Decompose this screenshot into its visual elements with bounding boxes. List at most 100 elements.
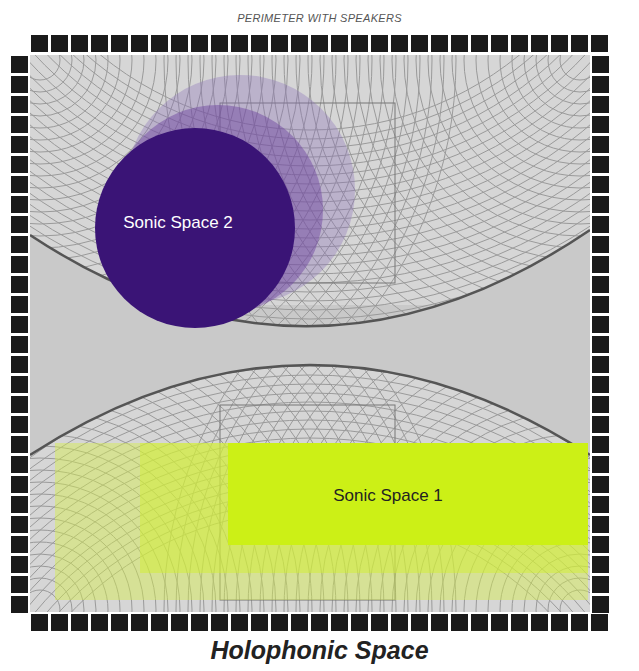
wavefront — [0, 0, 108, 128]
speaker — [471, 35, 488, 52]
speaker — [91, 35, 108, 52]
speaker — [11, 596, 28, 613]
speaker — [311, 614, 328, 631]
speaker — [391, 614, 408, 631]
wavefront — [0, 0, 639, 346]
speaker — [592, 436, 609, 453]
wavefront — [0, 348, 639, 671]
wavefront — [512, 0, 639, 128]
wavefront — [332, 0, 639, 308]
wavefront — [0, 0, 639, 337]
wavefront — [0, 4, 96, 116]
speaker — [592, 336, 609, 353]
speaker — [171, 614, 188, 631]
speaker — [211, 35, 228, 52]
speaker — [11, 476, 28, 493]
wavefront — [0, 294, 639, 671]
speaker — [71, 614, 88, 631]
wavefront — [452, 0, 639, 188]
speaker — [11, 196, 28, 213]
speaker — [351, 35, 368, 52]
speaker — [11, 116, 28, 133]
speaker — [592, 456, 609, 473]
speaker — [11, 236, 28, 253]
speaker — [71, 35, 88, 52]
wavefront — [0, 303, 639, 671]
speaker — [571, 614, 588, 631]
speaker — [592, 316, 609, 333]
wavefront — [224, 254, 639, 671]
speaker — [31, 35, 48, 52]
space-label: Sonic Space 1 — [333, 486, 443, 506]
wavefront — [212, 242, 639, 671]
speaker — [592, 416, 609, 433]
wavefront — [416, 0, 639, 224]
speaker — [11, 56, 28, 73]
speaker — [592, 356, 609, 373]
speaker — [171, 35, 188, 52]
speaker — [11, 436, 28, 453]
wavefront — [0, 0, 639, 328]
wavefront — [524, 4, 636, 116]
speaker-array — [11, 35, 609, 631]
wavefront — [440, 0, 639, 200]
wavefront — [0, 366, 639, 671]
wavefront — [380, 0, 639, 260]
speaker — [11, 296, 28, 313]
wavefront — [0, 0, 420, 440]
speaker — [11, 316, 28, 333]
wavefront — [500, 0, 639, 140]
speaker — [592, 196, 609, 213]
speaker — [151, 35, 168, 52]
speaker — [111, 614, 128, 631]
speaker — [451, 614, 468, 631]
speaker — [592, 96, 609, 113]
wavefront — [0, 438, 639, 671]
speaker — [11, 536, 28, 553]
wavefront — [0, 375, 639, 671]
wave-region-bottom — [30, 300, 590, 612]
speaker — [531, 35, 548, 52]
speaker — [592, 216, 609, 233]
speaker — [271, 614, 288, 631]
speaker — [11, 256, 28, 273]
wavefront — [0, 16, 84, 104]
speaker — [11, 396, 28, 413]
speaker — [271, 35, 288, 52]
speaker — [431, 614, 448, 631]
wavefront — [0, 321, 639, 671]
perimeter-label: PERIMETER WITH SPEAKERS — [0, 12, 639, 24]
speaker — [111, 35, 128, 52]
speaker — [251, 614, 268, 631]
speaker — [371, 614, 388, 631]
speaker — [511, 35, 528, 52]
wavefront — [0, 0, 144, 164]
speaker — [11, 356, 28, 373]
wavefront — [0, 0, 639, 319]
speaker — [51, 35, 68, 52]
speaker — [11, 416, 28, 433]
speaker — [91, 614, 108, 631]
wavefront — [476, 0, 639, 164]
speaker — [191, 35, 208, 52]
speaker — [531, 614, 548, 631]
wavefront — [320, 0, 639, 320]
speaker — [592, 556, 609, 573]
speaker — [592, 236, 609, 253]
wavefront — [464, 0, 639, 176]
speaker — [51, 614, 68, 631]
wavefront — [0, 0, 372, 392]
wavefront — [428, 0, 639, 212]
wavefront-edge — [30, 365, 590, 455]
speaker — [11, 456, 28, 473]
speaker — [11, 576, 28, 593]
speaker — [11, 496, 28, 513]
wavefront — [0, 402, 639, 671]
speaker — [411, 614, 428, 631]
wavefront — [0, 312, 639, 671]
wavefront — [0, 0, 120, 140]
wavefront — [404, 0, 639, 236]
wavefront — [356, 0, 639, 284]
speaker — [151, 614, 168, 631]
